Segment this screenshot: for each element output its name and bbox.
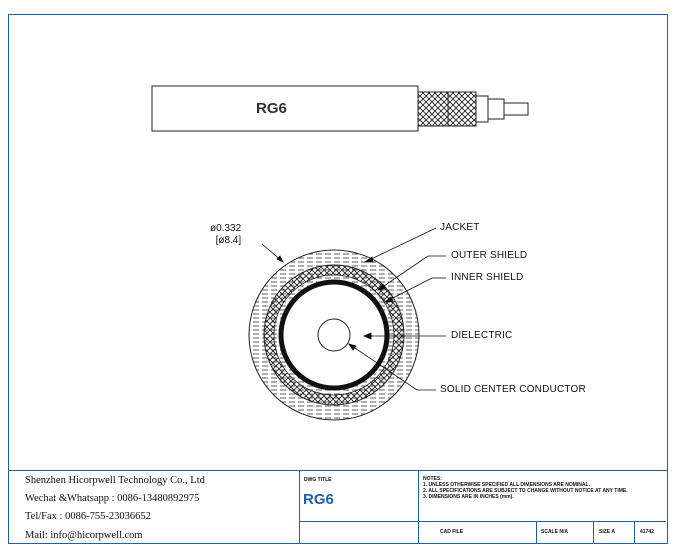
cable-cross-section	[248, 227, 446, 421]
mail-line: Mail: info@hicorpwell.com	[25, 530, 143, 541]
center-conductor	[317, 318, 351, 352]
inner-shield-side	[447, 91, 477, 127]
foil-side	[475, 95, 489, 123]
conductor-label: SOLID CENTER CONDUCTOR	[440, 384, 586, 395]
diameter-inches: ø0.332	[210, 223, 242, 234]
diameter-mm: [ø8.4]	[215, 235, 242, 246]
drawing-number: 41742	[640, 529, 654, 535]
diameter-dimension: ø0.332 [ø8.4]	[210, 223, 241, 247]
cable-drawing	[151, 85, 529, 421]
dielectric-side	[487, 98, 505, 120]
cable-side-view	[151, 85, 529, 132]
outer-shield-side	[417, 91, 449, 127]
note-2: 2. ALL SPECIFICATIONS ARE SUBJECT TO CHA…	[423, 488, 628, 494]
conductor-leader-b	[348, 343, 418, 391]
notes-title: NOTES:	[423, 476, 442, 482]
drawing-sheet-border	[8, 14, 668, 544]
outer-shield-leader-b	[377, 255, 429, 291]
outer-shield-label: OUTER SHIELD	[451, 250, 528, 261]
dwg-title-value: RG6	[303, 491, 334, 508]
jacket-side	[151, 85, 419, 132]
dielectric-label: DIELECTRIC	[451, 330, 513, 341]
company-name: Shenzhen Hicorpwell Technology Co., Ltd	[25, 475, 205, 486]
telfax-line: Tel/Fax : 0086-755-23036652	[25, 511, 151, 522]
note-1: 1. UNLESS OTHERWISE SPECIFIED ALL DIMENS…	[423, 482, 590, 488]
dwg-title-label: DWG TITLE	[304, 477, 332, 483]
scale-label: SCALE N/A	[541, 529, 568, 535]
size-label: SIZE A	[599, 529, 615, 535]
inner-shield-leader-b	[384, 277, 433, 303]
wechat-line: Wechat &Whatsapp : 0086-13480892975	[25, 493, 200, 504]
jacket-leader	[364, 227, 437, 263]
jacket-label: JACKET	[440, 222, 480, 233]
conductor-side	[503, 102, 529, 116]
title-block: Shenzhen Hicorpwell Technology Co., Ltd …	[8, 470, 668, 544]
cad-file-label: CAD FILE	[440, 529, 464, 535]
inner-shield-label: INNER SHIELD	[451, 272, 524, 283]
note-3: 3. DIMENSIONS ARE IN INCHES (mm).	[423, 494, 514, 500]
cable-name-label: RG6	[256, 100, 287, 117]
